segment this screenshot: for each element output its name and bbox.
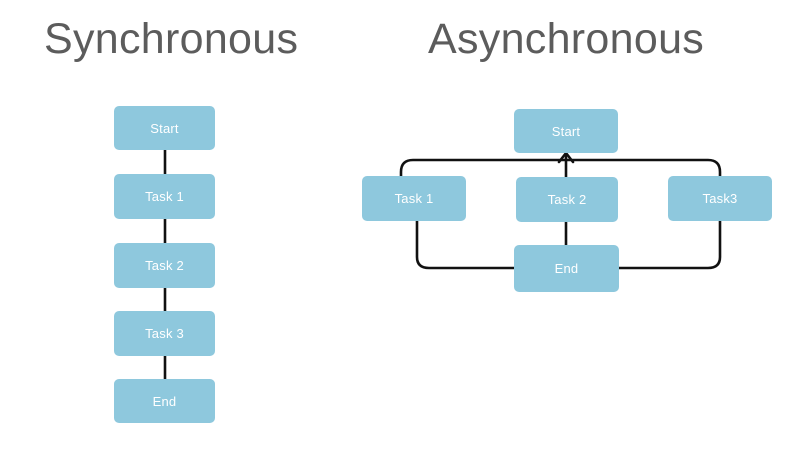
edge-async-task1-start [399, 158, 566, 176]
node-async-end[interactable]: End [514, 245, 619, 292]
node-async-start[interactable]: Start [514, 109, 618, 153]
edge-async-task3-end [619, 221, 722, 270]
synchronous-title: Synchronous [44, 15, 299, 63]
edge-async-task3-start [566, 158, 722, 176]
node-async-task2[interactable]: Task 2 [516, 177, 618, 222]
arrowhead-into-start [557, 151, 575, 164]
node-sync-task1[interactable]: Task 1 [114, 174, 215, 219]
node-sync-end[interactable]: End [114, 379, 215, 423]
edge-async-task1-end [415, 221, 514, 270]
node-async-task1[interactable]: Task 1 [362, 176, 466, 221]
node-async-task3[interactable]: Task3 [668, 176, 772, 221]
node-sync-start[interactable]: Start [114, 106, 215, 150]
node-sync-task3[interactable]: Task 3 [114, 311, 215, 356]
node-sync-task2[interactable]: Task 2 [114, 243, 215, 288]
asynchronous-title: Asynchronous [428, 15, 705, 63]
